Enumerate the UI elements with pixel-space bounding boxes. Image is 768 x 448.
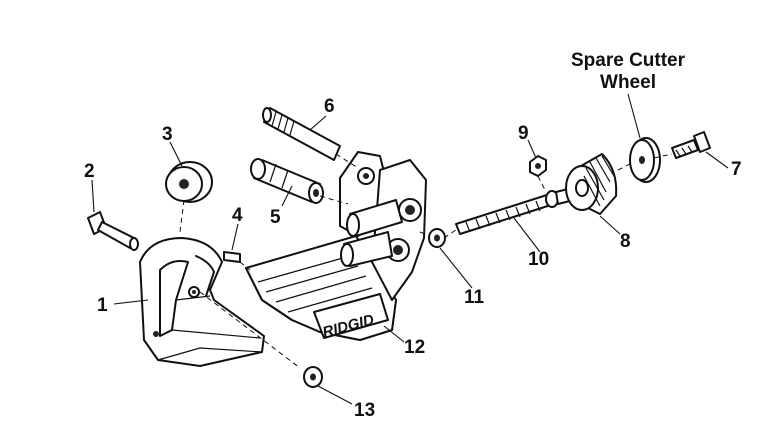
washer-part-13 xyxy=(303,366,323,388)
title-line-2: Wheel xyxy=(600,72,656,93)
roller-part-5 xyxy=(250,158,324,204)
callout-7: 7 xyxy=(731,159,742,180)
callout-2: 2 xyxy=(84,161,95,182)
title-line-1: Spare Cutter xyxy=(570,50,686,71)
housing-part-1 xyxy=(139,237,265,367)
screw-part-7 xyxy=(671,131,711,159)
washer-part-3 xyxy=(165,161,213,203)
knob-part-8 xyxy=(565,153,618,215)
callout-9: 9 xyxy=(518,123,529,144)
spare-cutter-wheel-title: Spare Cutter Wheel xyxy=(560,50,696,94)
callout-4: 4 xyxy=(232,205,243,226)
callout-12: 12 xyxy=(404,337,426,358)
callout-5: 5 xyxy=(270,207,281,228)
callout-6: 6 xyxy=(324,96,335,117)
callout-10: 10 xyxy=(528,249,550,270)
callout-11: 11 xyxy=(464,287,485,308)
leader-lines xyxy=(91,93,729,405)
feed-screw-part-10 xyxy=(455,187,575,235)
callout-1: 1 xyxy=(97,295,108,316)
axle-part-6 xyxy=(262,107,341,161)
bolt-part-2 xyxy=(87,211,139,251)
spare-cutter-wheel xyxy=(629,137,661,183)
assembly-lines xyxy=(179,153,673,369)
frame-body-part-12: RIDGID xyxy=(245,151,427,341)
callout-8: 8 xyxy=(620,231,631,252)
washer-part-11 xyxy=(428,228,446,248)
callout-3: 3 xyxy=(162,124,173,145)
pin-part-4 xyxy=(223,251,241,263)
nut-part-9 xyxy=(529,155,547,177)
callout-13: 13 xyxy=(354,400,376,421)
